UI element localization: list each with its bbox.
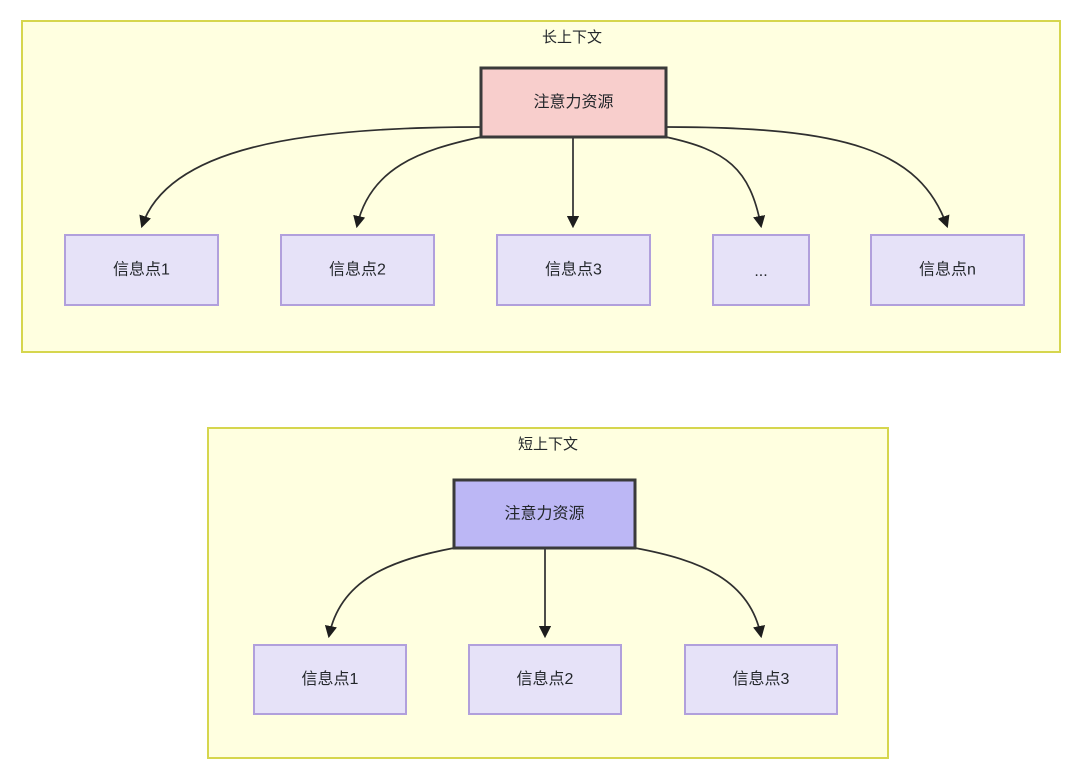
edge-root-to-leaf-1-short [324,547,455,639]
node-info-point-ellipsis-long-rect[interactable] [712,234,810,306]
edge-root-to-leaf-4 [665,136,766,229]
edge-root-to-leaf-2 [353,136,482,229]
node-attention-resource-long-label: 注意力资源 [533,92,613,111]
node-info-point-2-short-label: 信息点2 [517,670,574,688]
edges-long-context [139,126,950,229]
node-info-point-3-long-rect[interactable] [496,234,651,306]
node-attention-resource-long-rect[interactable] [479,66,668,139]
node-info-point-3-short-rect[interactable] [684,644,838,715]
node-info-point-1-long-label: 信息点1 [113,261,170,279]
node-attention-resource-short-rect[interactable] [452,478,637,550]
node-info-point-3-short[interactable]: 信息点3 [684,644,838,715]
node-info-point-1-long[interactable]: 信息点1 [64,234,219,306]
node-info-point-1-long-rect[interactable] [64,234,219,306]
node-info-point-2-long[interactable]: 信息点2 [280,234,435,306]
edge-root-to-leaf-1 [139,126,482,229]
node-info-point-n-long[interactable]: 信息点n [870,234,1025,306]
node-info-point-n-long-label: 信息点n [919,261,976,279]
edge-root-to-leaf-3-short [634,547,766,639]
panel-long-context-title: 长上下文 [542,29,602,46]
node-info-point-1-short[interactable]: 信息点1 [253,644,407,715]
node-attention-resource-short-label: 注意力资源 [504,504,584,523]
node-info-point-2-long-label: 信息点2 [329,261,386,279]
node-info-point-1-short-label: 信息点1 [302,670,359,688]
node-info-point-ellipsis-long[interactable]: ... [712,234,810,306]
node-info-point-3-long[interactable]: 信息点3 [496,234,651,306]
node-attention-resource-long[interactable]: 注意力资源 [479,66,668,139]
node-info-point-2-short-rect[interactable] [468,644,622,715]
node-info-point-2-short[interactable]: 信息点2 [468,644,622,715]
node-info-point-2-long-rect[interactable] [280,234,435,306]
panel-short-context: 短上下文 注意力资源 信息点1 信息点2 信息点3 [207,427,889,759]
edges-short-context [324,547,766,639]
edge-root-to-leaf-5 [665,126,950,229]
node-info-point-3-long-label: 信息点3 [545,261,602,279]
node-info-point-3-short-label: 信息点3 [733,670,790,688]
panel-short-context-title: 短上下文 [518,436,578,453]
node-info-point-ellipsis-long-label: ... [754,263,767,280]
node-info-point-1-short-rect[interactable] [253,644,407,715]
panel-long-context: 长上下文 注意力资源 信息点1 信息点2 [21,20,1061,353]
node-attention-resource-short[interactable]: 注意力资源 [452,478,637,550]
node-info-point-n-long-rect[interactable] [870,234,1025,306]
